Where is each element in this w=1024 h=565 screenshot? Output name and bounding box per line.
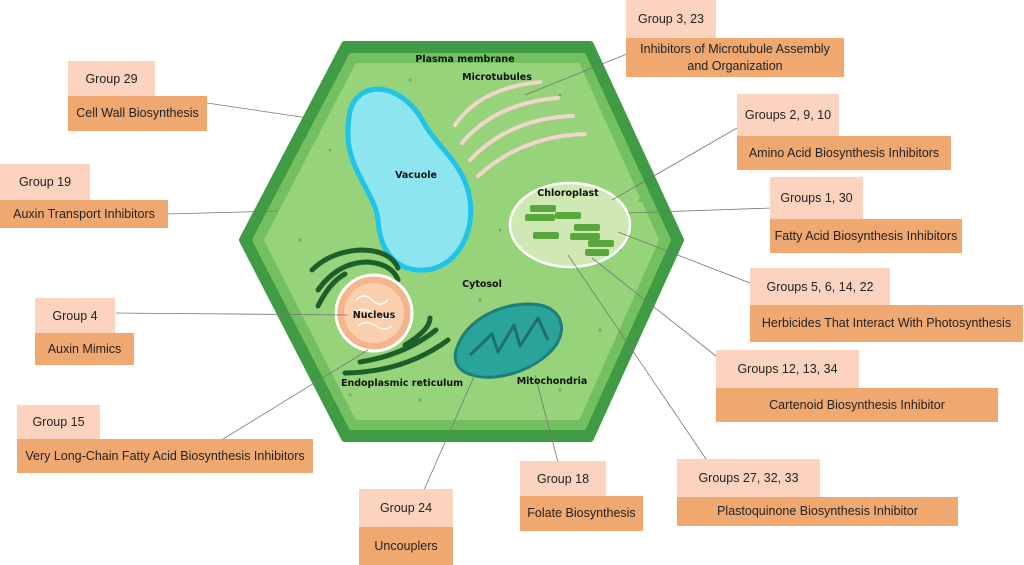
label-box-vlcfa: Very Long-Chain Fatty Acid Biosynthesis … — [17, 439, 313, 473]
label-box-auxin-mimics: Auxin Mimics — [35, 333, 134, 365]
label-box-amino-acid: Amino Acid Biosynthesis Inhibitors — [737, 136, 951, 170]
chloroplast — [508, 181, 632, 269]
group-box-folate: Group 18 — [520, 461, 606, 496]
label-endoplasmic-reticulum: Endoplasmic reticulum — [341, 378, 463, 389]
group-box-vlcfa: Group 15 — [17, 405, 100, 439]
label-mitochondria: Mitochondria — [517, 376, 588, 387]
connector-lines — [115, 53, 773, 491]
label-box-cell-wall: Cell Wall Biosynthesis — [68, 96, 207, 131]
endoplasmic-reticulum — [309, 247, 451, 376]
group-box-fatty-acid: Groups 1, 30 — [770, 177, 863, 219]
label-box-photosynthesis: Herbicides That Interact With Photosynth… — [750, 305, 1023, 342]
label-vacuole: Vacuole — [395, 170, 437, 181]
label-box-fatty-acid: Fatty Acid Biosynthesis Inhibitors — [770, 219, 962, 253]
group-box-auxin-transport: Group 19 — [0, 164, 90, 200]
group-box-plastoquinone: Groups 27, 32, 33 — [677, 459, 820, 497]
nucleus — [334, 273, 414, 353]
vacuole — [345, 86, 474, 273]
label-chloroplast: Chloroplast — [537, 188, 599, 199]
group-box-cell-wall: Group 29 — [68, 61, 155, 96]
label-microtubules: Microtubules — [462, 72, 532, 83]
group-box-photosynthesis: Groups 5, 6, 14, 22 — [750, 268, 890, 305]
group-box-amino-acid: Groups 2, 9, 10 — [737, 94, 839, 136]
label-box-folate: Folate Biosynthesis — [520, 496, 643, 531]
label-box-plastoquinone: Plastoquinone Biosynthesis Inhibitor — [677, 497, 958, 526]
group-box-carotenoid: Groups 12, 13, 34 — [716, 350, 859, 388]
label-box-uncouplers: Uncouplers — [359, 527, 453, 565]
label-nucleus: Nucleus — [353, 310, 396, 321]
label-box-auxin-transport: Auxin Transport Inhibitors — [0, 200, 168, 228]
label-cytosol: Cytosol — [462, 279, 502, 290]
group-box-auxin-mimics: Group 4 — [35, 298, 115, 333]
microtubules — [453, 80, 587, 178]
group-box-uncouplers: Group 24 — [359, 489, 453, 527]
group-box-microtubules: Group 3, 23 — [626, 0, 716, 38]
label-plasma-membrane: Plasma membrane — [415, 54, 514, 65]
label-box-microtubules: Inhibitors of Microtubule Assembly and O… — [626, 38, 844, 77]
label-box-carotenoid: Cartenoid Biosynthesis Inhibitor — [716, 388, 998, 422]
mitochondria — [453, 302, 563, 379]
